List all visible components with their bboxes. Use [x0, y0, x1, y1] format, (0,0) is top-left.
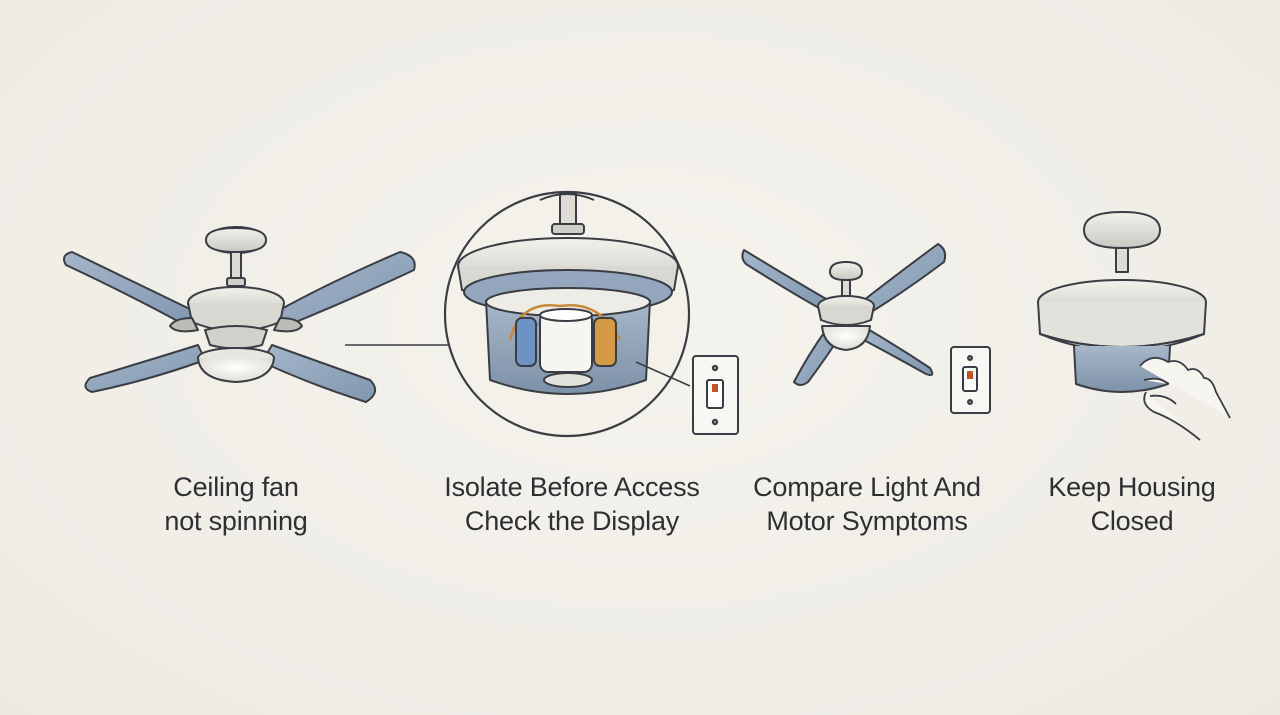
caption-line: Keep Housing: [1048, 472, 1216, 502]
wall-switch-icon: [950, 346, 991, 414]
caption-line: not spinning: [164, 506, 308, 536]
zoom-detail-illustration: [443, 190, 691, 438]
closed-housing-illustration: [1037, 211, 1231, 441]
wall-switch-icon: [692, 355, 739, 435]
caption-housing: Keep Housing Closed: [992, 470, 1272, 538]
ceiling-fan-illustration: [63, 226, 416, 403]
caption-isolate: Isolate Before Access Check the Display: [412, 470, 732, 538]
caption-line: Isolate Before Access: [444, 472, 700, 502]
caption-line: Check the Display: [464, 506, 680, 536]
caption-compare: Compare Light And Motor Symptoms: [727, 470, 1007, 538]
caption-line: Ceiling fan: [173, 472, 299, 502]
caption-line: Closed: [1090, 506, 1174, 536]
fan-light-illustration: [741, 243, 947, 386]
caption-line: Motor Symptoms: [766, 506, 968, 536]
caption-ceiling-fan: Ceiling fan not spinning: [96, 470, 376, 538]
caption-line: Compare Light And: [753, 472, 981, 502]
